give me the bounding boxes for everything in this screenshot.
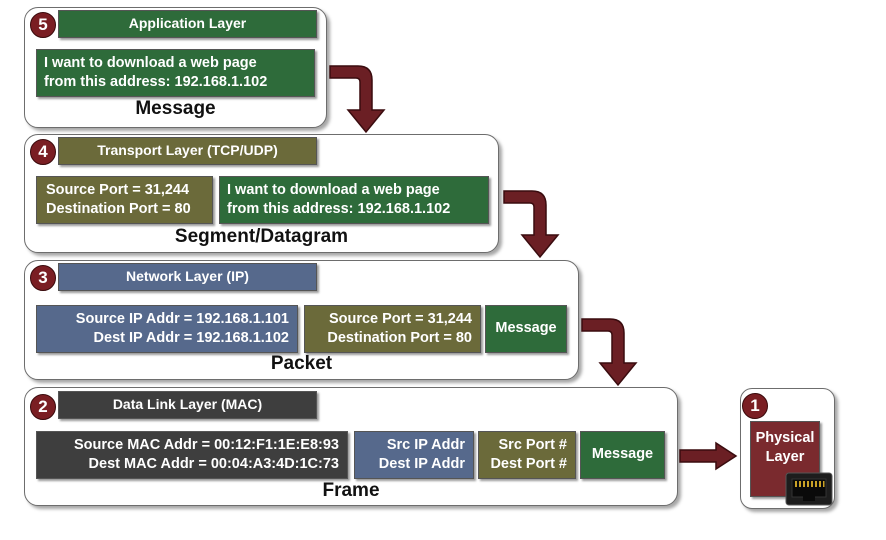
application-message-line-1: I want to download a web page — [44, 55, 257, 71]
ethernet-port-icon — [785, 472, 833, 506]
arrow-4-to-3-icon — [503, 190, 560, 259]
datalink-ip-box: Src IP Addr Dest IP Addr — [354, 431, 474, 479]
network-ports-box: Source Port = 31,244 Destination Port = … — [304, 305, 481, 353]
network-source-port: Source Port = 31,244 — [328, 311, 472, 327]
application-layer-title: Application Layer — [58, 10, 317, 38]
network-ip-box: Source IP Addr = 192.168.1.101 Dest IP A… — [36, 305, 298, 353]
transport-destination-port: Destination Port = 80 — [46, 201, 191, 217]
datalink-mac-box: Source MAC Addr = 00:12:F1:1E:E8:93 Dest… — [36, 431, 348, 479]
segment-datagram-caption: Segment/Datagram — [174, 226, 349, 247]
datalink-dest-port: Dest Port # — [490, 456, 567, 472]
application-message-box: I want to download a web page from this … — [36, 49, 315, 97]
datalink-ports-box: Src Port # Dest Port # — [478, 431, 576, 479]
datalink-src-port: Src Port # — [498, 437, 568, 453]
layer-1-badge: 1 — [742, 393, 768, 419]
datalink-src-ip: Src IP Addr — [386, 437, 465, 453]
physical-layer-label-line-1: Physical — [755, 430, 815, 446]
arrow-5-to-4-icon — [329, 65, 386, 134]
frame-caption: Frame — [322, 480, 380, 501]
network-message-box: Message — [485, 305, 567, 353]
packet-caption: Packet — [270, 353, 333, 374]
physical-layer-label-line-2: Layer — [765, 449, 805, 465]
datalink-source-mac: Source MAC Addr = 00:12:F1:1E:E8:93 — [74, 437, 339, 453]
application-message-line-2: from this address: 192.168.1.102 — [44, 74, 268, 90]
datalink-layer-title: Data Link Layer (MAC) — [58, 391, 317, 419]
datalink-dest-ip: Dest IP Addr — [378, 456, 465, 472]
network-layer-title: Network Layer (IP) — [58, 263, 317, 291]
datalink-dest-mac: Dest MAC Addr = 00:04:A3:4D:1C:73 — [88, 456, 339, 472]
transport-ports-box: Source Port = 31,244 Destination Port = … — [36, 176, 213, 224]
network-destination-port: Destination Port = 80 — [327, 330, 472, 346]
layer-2-badge: 2 — [30, 394, 56, 420]
datalink-message-box: Message — [580, 431, 665, 479]
layer-3-badge: 3 — [30, 265, 56, 291]
arrow-2-to-1-icon — [679, 441, 738, 471]
transport-message-line-1: I want to download a web page — [227, 182, 440, 198]
transport-layer-title: Transport Layer (TCP/UDP) — [58, 137, 317, 165]
layer-5-badge: 5 — [30, 12, 56, 38]
layer-4-badge: 4 — [30, 139, 56, 165]
transport-source-port: Source Port = 31,244 — [46, 182, 190, 198]
network-source-ip: Source IP Addr = 192.168.1.101 — [75, 311, 289, 327]
transport-message-line-2: from this address: 192.168.1.102 — [227, 201, 451, 217]
arrow-3-to-2-icon — [581, 318, 638, 387]
message-caption: Message — [135, 98, 216, 119]
transport-message-box: I want to download a web page from this … — [219, 176, 489, 224]
network-dest-ip: Dest IP Addr = 192.168.1.102 — [93, 330, 289, 346]
